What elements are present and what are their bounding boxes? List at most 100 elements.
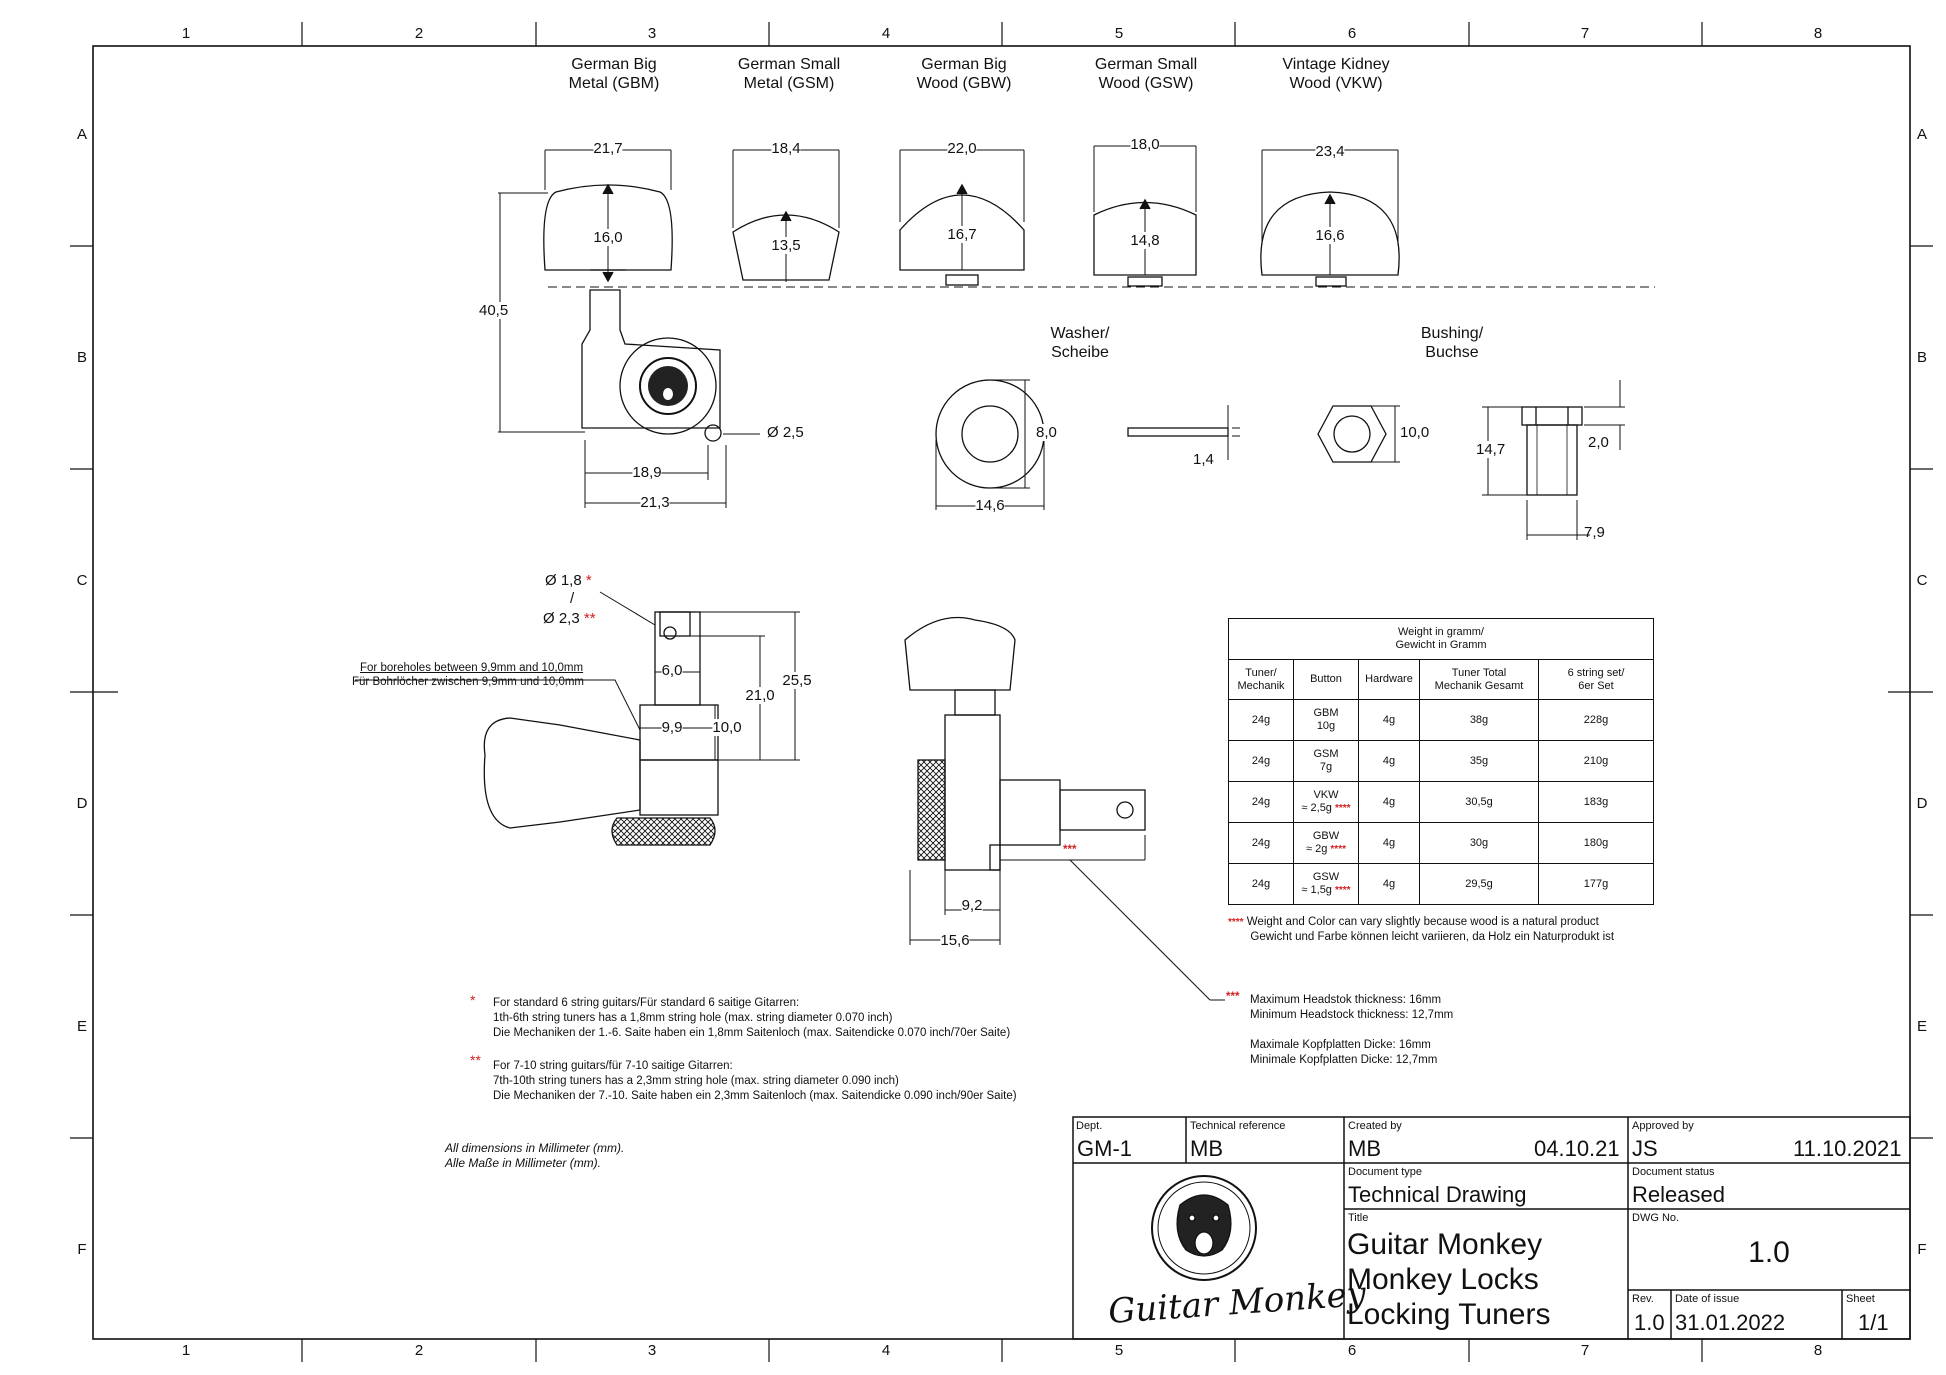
dim-hole: Ø 2,5 [767,424,804,441]
tuner-post-drawing [355,591,800,846]
footnote-star: ** [470,1052,481,1068]
col-label: 7 [1580,25,1590,42]
dim-bushing-width: 7,9 [1584,524,1605,541]
status-label: Document status [1632,1166,1715,1178]
dim-washer-diameter: 14,6 [975,497,1005,514]
borehole-note-en: For boreholes between 9,9mm and 10,0mm [360,662,584,674]
bushing-side-drawing [1482,380,1625,540]
row-label: D [1916,795,1928,812]
dim-bushing-flange: 2,0 [1588,434,1609,451]
dwg-value: 1.0 [1748,1236,1790,1269]
col-label: 2 [414,25,424,42]
col-label: 7 [1580,1342,1590,1359]
units-note: All dimensions in Millimeter (mm).Alle M… [445,1141,625,1170]
row-label: A [76,126,88,143]
dim-height: 16,7 [947,226,977,243]
col-label: 2 [414,1342,424,1359]
row-label: B [1916,349,1928,366]
column-ticks [301,22,1703,1362]
created-label: Created by [1348,1120,1402,1132]
dim-height: 16,0 [593,229,623,246]
row-label: C [76,572,88,589]
weight-note: **** Weight and Color can vary slightly … [1228,916,1615,943]
headstock-note-star: *** [1226,991,1240,1003]
table-header: 6 string set/6er Set [1538,659,1654,700]
dim-front-w1: 9,2 [961,897,983,914]
weight-table: Weight in gramm/Gewicht in Gramm Tuner/M… [1228,618,1654,905]
dim-post-d2: 21,0 [745,687,775,704]
dept-label: Dept. [1076,1120,1103,1132]
row-ticks [70,245,1933,1139]
row-label: F [1917,1241,1927,1258]
dim-post-d4: 9,9 [661,719,683,736]
col-label: 1 [181,25,191,42]
doctype-value: Technical Drawing [1348,1182,1527,1207]
dim-width: 18,4 [771,140,801,157]
weight-table-title: Weight in gramm/Gewicht in Gramm [1228,618,1654,660]
washer-label: Washer/Scheibe [1050,325,1110,361]
created-date: 04.10.21 [1534,1136,1620,1161]
table-header: Hardware [1358,659,1420,700]
sheet-label: Sheet [1846,1293,1875,1305]
approved-label: Approved by [1632,1120,1694,1132]
bushing-label: Bushing/Buchse [1420,325,1484,361]
col-label: 5 [1114,25,1124,42]
hole-size-label: Ø 1,8 * [545,572,592,589]
dim-tuner-w2: 21,3 [640,494,670,511]
knob-gbm-drawing [543,149,673,283]
row-label: D [76,795,88,812]
monkey-logo-graphic [648,366,1257,1281]
col-label: 5 [1114,1342,1124,1359]
approved-date: 11.10.2021 [1793,1136,1902,1161]
techref-value: MB [1190,1136,1223,1161]
row-label: F [77,1241,87,1258]
title-label: Title [1348,1212,1369,1224]
rev-label: Rev. [1632,1293,1654,1305]
hole-slash: / [570,590,575,607]
washer-drawing [935,379,1240,510]
issue-label: Date of issue [1675,1293,1740,1305]
knob-vkw-drawing [1260,149,1400,287]
col-label: 8 [1813,25,1823,42]
issue-value: 31.01.2022 [1675,1310,1786,1335]
tuner-side-drawing [498,192,760,508]
sheet-value: 1/1 [1858,1310,1889,1335]
hole-size-label: Ø 2,3 ** [543,610,596,627]
col-label: 6 [1347,1342,1357,1359]
dim-washer-thickness: 1,4 [1193,451,1214,468]
dim-width: 23,4 [1315,143,1345,160]
dim-bushing-hex: 10,0 [1400,424,1430,441]
dim-post-d3: 25,5 [782,672,812,689]
col-label: 3 [647,25,657,42]
knob-gsw-drawing [1093,145,1197,287]
col-label: 4 [881,25,891,42]
row-label: B [76,349,88,366]
headstock-marker: *** [1063,844,1077,856]
dim-height: 13,5 [771,237,801,254]
status-value: Released [1632,1182,1725,1207]
dim-width: 22,0 [947,140,977,157]
dim-bushing-height: 14,7 [1476,441,1506,458]
dim-tuner-w1: 18,9 [632,464,662,481]
bushing-top-drawing [1317,405,1400,463]
knob-gbw-drawing [899,149,1025,286]
footnote-2: For 7-10 string guitars/für 7-10 saitige… [493,1060,1017,1102]
dim-height: 14,8 [1130,232,1160,249]
footnote-star: * [470,992,476,1008]
row-label: E [76,1018,88,1035]
dim-width: 21,7 [593,140,623,157]
tuner-front-drawing [904,616,1225,1001]
knob-gsm-drawing [732,149,840,282]
col-label: 1 [181,1342,191,1359]
